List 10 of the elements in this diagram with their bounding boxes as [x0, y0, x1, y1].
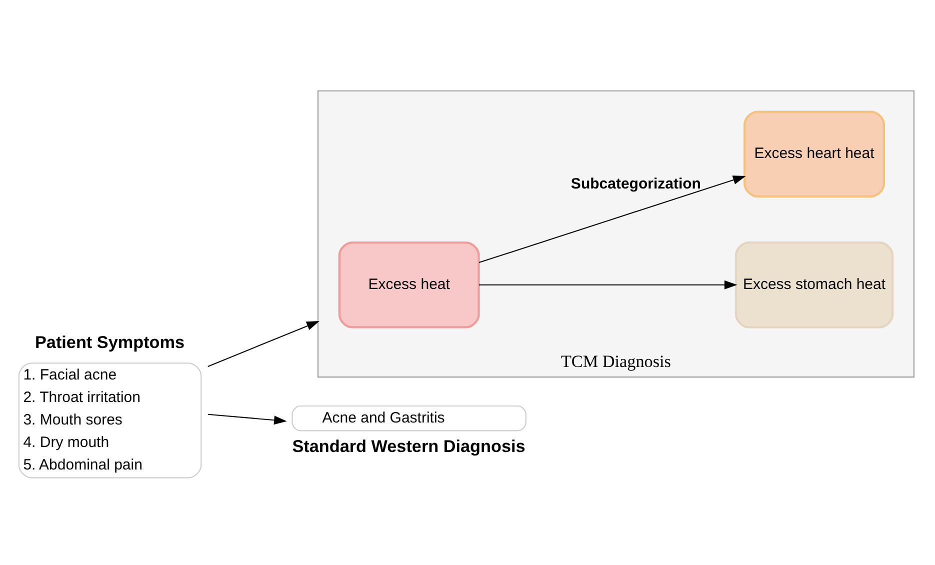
- node-box: Excess heat: [338, 240, 480, 328]
- arrow: [478, 280, 738, 289]
- node-box: Excess stomach heat: [734, 240, 894, 328]
- edge-label: Subcategorization: [570, 175, 701, 192]
- arrow: [478, 175, 746, 263]
- node-label: Patient Symptoms: [34, 331, 185, 352]
- arrow: [208, 413, 287, 424]
- arrow: [208, 320, 320, 366]
- node-label: Standard Western Diagnosis: [292, 435, 526, 456]
- node-box: Excess heart heat: [744, 110, 885, 198]
